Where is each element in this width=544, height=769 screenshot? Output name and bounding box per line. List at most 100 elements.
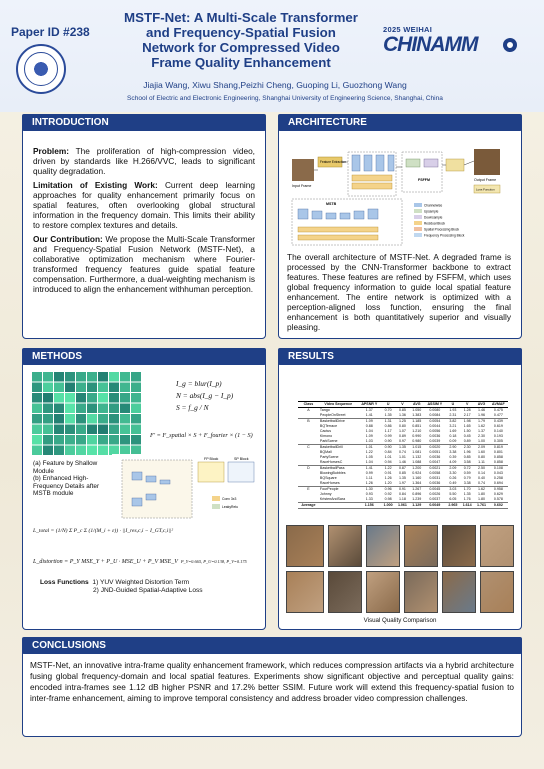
feature-map-tile [54, 403, 64, 413]
feature-map-tile [76, 393, 86, 403]
table-cell: 1.11 [365, 476, 373, 480]
loss-distortion-equation: L_distortion = P_Y MSE_Y + P_U · MSE_U +… [33, 559, 247, 565]
feature-map-tile [120, 382, 130, 392]
table-cell: 1.614 [460, 502, 475, 509]
table-cell: 1.80 [478, 492, 486, 496]
table-cell: 1.015 [412, 445, 422, 449]
table-cell: 1.050 [412, 408, 422, 412]
table-cell: 1.98 [463, 419, 471, 423]
table-cell: 0.91 [398, 487, 406, 491]
comparison-crop [442, 525, 476, 567]
table-cell: 0.924 [412, 471, 422, 475]
feature-map-tile [76, 424, 86, 434]
table-cell: 0.79 [463, 476, 471, 480]
mstb-diagram: FP Block SP Block Conv 3x3 LeakyRelu [112, 454, 262, 524]
feature-map-tile [109, 403, 119, 413]
table-cell: 1.60 [478, 450, 486, 454]
loss-functions-list: Loss Functions 1) YUV Weighted Distortio… [40, 579, 203, 594]
table-cell: 0.80 [478, 455, 486, 459]
table-cell: 1.69 [449, 429, 457, 433]
feature-map-tile [32, 382, 42, 392]
feature-map-tile [32, 403, 42, 413]
svg-text:MSTB: MSTB [326, 202, 337, 206]
introduction-body: Problem: The proliferation of high-compr… [33, 146, 256, 294]
svg-text:Residual Block: Residual Block [424, 222, 445, 226]
feature-map-tile [87, 424, 97, 434]
table-cell: 0.0036 [429, 434, 441, 438]
table-cell: 0.49 [445, 481, 461, 487]
table-cell: 2.30 [478, 434, 486, 438]
table-cell: 0.819 [493, 445, 503, 449]
table-header-cell: ΔVMAF [488, 401, 508, 408]
table-header-cell: AVG [409, 401, 424, 408]
table-cell: 1.088 [409, 460, 424, 466]
svg-text:Upsample: Upsample [424, 210, 439, 214]
table-cell: 0.0058 [429, 471, 441, 475]
table-cell [298, 497, 319, 503]
feature-map-tile [120, 403, 130, 413]
feature-map-tile [32, 424, 42, 434]
feature-map-tile [87, 435, 97, 445]
feature-map-tile [131, 424, 141, 434]
feature-map-tile [76, 445, 86, 455]
table-cell: 0.80 [398, 424, 406, 428]
table-cell: 1.76 [460, 497, 475, 503]
feature-map-tile [54, 424, 64, 434]
introduction-section [22, 114, 266, 339]
table-header-cell: AVG [474, 401, 489, 408]
table-cell: 3.30 [449, 471, 457, 475]
feature-map-tile [131, 382, 141, 392]
table-cell: 0.91 [384, 471, 392, 475]
feature-heatmap [32, 372, 141, 455]
table-cell: 0.0054 [429, 419, 441, 423]
table-header-cell: Class [298, 401, 319, 408]
feature-map-tile [131, 403, 141, 413]
table-cell: 3.38 [460, 481, 475, 487]
table-cell: 1.210 [412, 429, 422, 433]
table-cell [298, 413, 319, 419]
table-cell [318, 502, 358, 509]
input-frame-thumb [292, 159, 314, 181]
introduction-title: INTRODUCTION [22, 114, 266, 131]
authors: Jiajia Wang, Xiwu Shang,Peizhi Cheng, Gu… [143, 80, 407, 90]
poster-header: Paper ID #238 MSTF-Net: A Multi-Scale Tr… [0, 0, 544, 112]
table-cell: 0.85 [463, 455, 471, 459]
feature-map-tile [109, 393, 119, 403]
table-cell: 0.305 [488, 439, 508, 445]
table-cell: 0.0080 [429, 408, 441, 412]
architecture-diagram: Input Frame Feature Extraction FSFFM Out… [286, 137, 506, 249]
table-cell: 0.85 [398, 408, 406, 412]
table-cell: 0.94 [380, 460, 396, 466]
table-cell: 1.22 [384, 466, 392, 470]
table-cell: PeopleOnStreet [318, 413, 358, 419]
table-cell: 0.87 [398, 466, 406, 470]
svg-text:Input Frame: Input Frame [292, 184, 311, 188]
feature-map-tile [32, 445, 42, 455]
output-frame-thumb [474, 149, 500, 175]
table-cell: 0.602 [488, 502, 508, 509]
table-cell: 1.061 [395, 502, 410, 509]
table-cell: 0.09 [445, 439, 461, 445]
table-cell: 0.858 [493, 455, 503, 459]
table-cell: 1.05 [365, 455, 373, 459]
table-cell: 0.0051 [429, 450, 441, 454]
table-cell: 1.04 [357, 460, 381, 466]
feature-map-tile [87, 382, 97, 392]
table-cell: 1.80 [474, 497, 489, 503]
table-cell: 0.140 [493, 429, 503, 433]
table-cell: 3.21 [449, 424, 457, 428]
table-cell: 1.41 [357, 413, 381, 419]
table-cell: 1.79 [478, 419, 486, 423]
table-cell: 1.200 [412, 466, 422, 470]
table-header-cell: U [445, 401, 461, 408]
table-cell: BlowingBubbles [319, 471, 346, 475]
table-cell: 1.18 [395, 497, 410, 503]
feature-map-tile [109, 424, 119, 434]
feature-map-tile [98, 435, 108, 445]
table-cell: 0.858 [488, 460, 508, 466]
table-cell: 1.267 [412, 487, 422, 491]
